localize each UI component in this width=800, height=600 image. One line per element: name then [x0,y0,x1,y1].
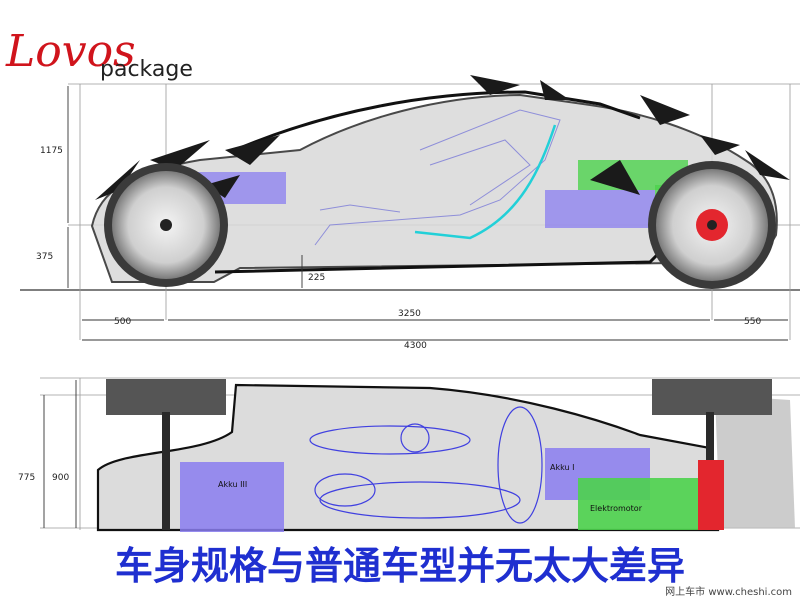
seat-frame [314,109,561,246]
dim-rear-overhang: 550 [744,317,761,327]
dim-ground-clearance: 225 [308,273,325,283]
battery-akku-3-label: Akku III [218,480,247,489]
caption: 车身规格与普通车型并无太大差异 [115,544,685,588]
rear-dimensions [43,380,77,528]
logo-script: Lovos [5,26,136,77]
dim-inner-height: 900 [52,473,69,483]
airflow-ellipses [309,406,543,524]
battery-block-rear [545,190,655,228]
dim-height-lower: 375 [36,252,53,262]
wheel-block-left [106,379,226,415]
rear-detail-fill [715,395,795,528]
side-dimensions [67,86,788,341]
battery-akku-3 [180,462,284,532]
dim-wheelbase: 3250 [398,309,421,319]
dim-height-total: 1175 [40,146,63,156]
wheel-red-block [698,460,724,530]
suspension-post-left [162,412,170,530]
seat-outline [414,124,557,240]
watermark: 网上车市 www.cheshi.com [665,585,792,598]
front-wheel [104,163,228,287]
logo-subtitle: package [100,57,193,82]
rear-wheel [648,161,776,289]
dim-outer-height: 775 [18,473,35,483]
side-view: 1175 375 225 500 3250 550 4300 [20,75,800,351]
wheel-block-right [652,379,772,415]
roof-line [234,90,641,152]
body-graphic-strokes [95,75,790,200]
dim-length-total: 4300 [404,341,427,351]
motor-block-rear [578,478,710,530]
battery-akku-1-label: Akku I [550,463,574,472]
motor-label: Elektromotor [590,504,643,513]
rear-view: 775 900 Akku III Akku I Elektromotor [18,377,800,532]
dim-front-overhang: 500 [114,317,131,327]
logo: Lovos package [5,26,193,82]
suspension-post-right [706,412,714,462]
